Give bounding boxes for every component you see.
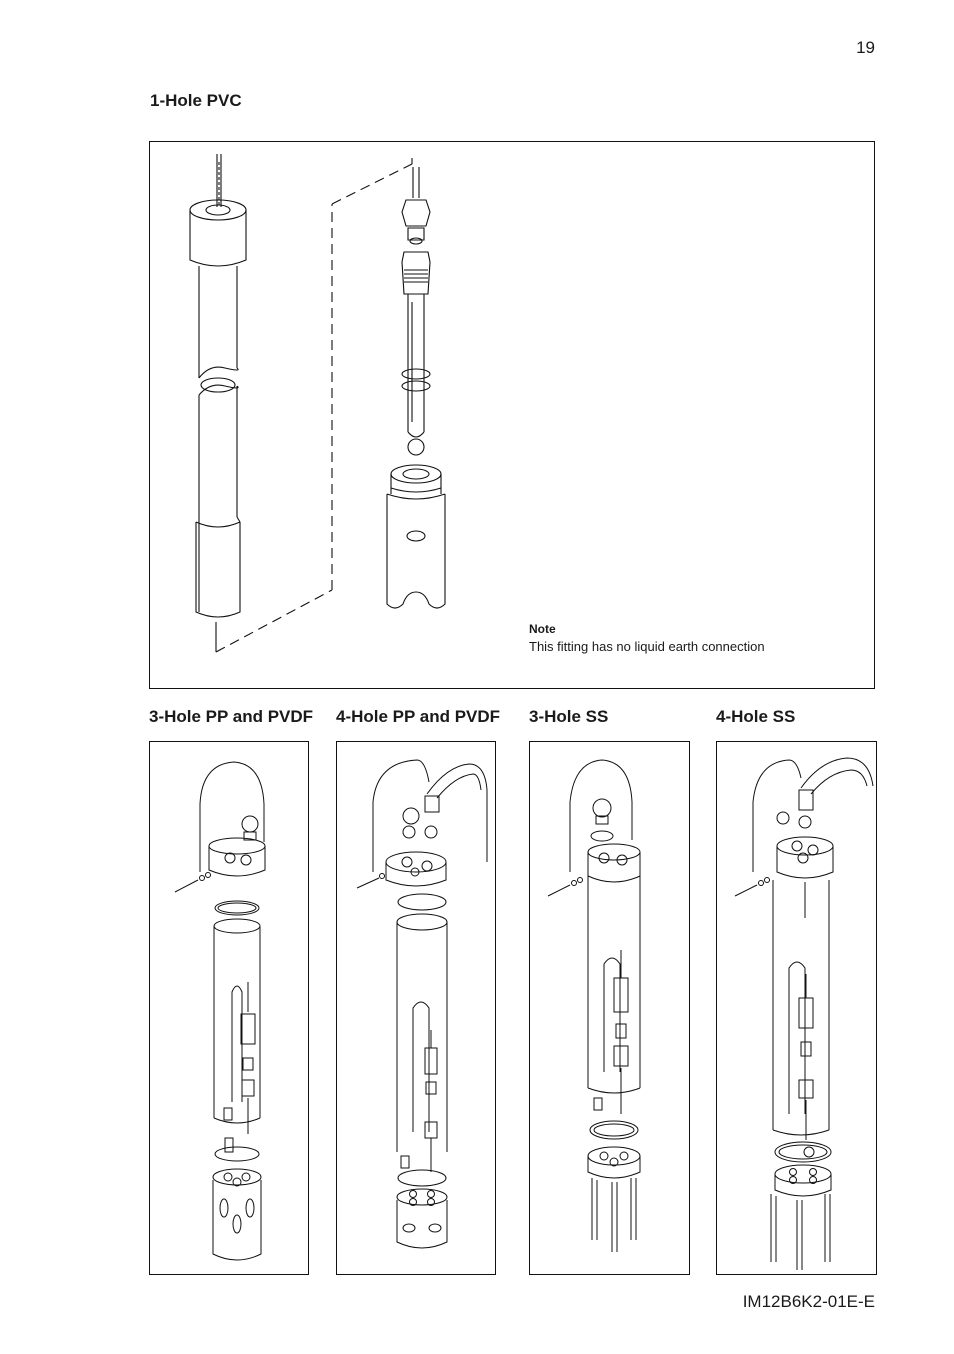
diagram-4-hole-ss: [716, 741, 877, 1275]
diagram-3-hole-pp-pvdf: [149, 741, 309, 1275]
page-number: 19: [856, 38, 875, 57]
section-title-4-hole-pp-pvdf: 4-Hole PP and PVDF: [336, 707, 501, 726]
sensor-guard-illustration: [387, 465, 445, 608]
diagram-3-hole-ss: [529, 741, 690, 1275]
fitting-exploded-illustration: [357, 760, 487, 1248]
section-title-1-hole-pvc: 1-Hole PVC: [150, 91, 242, 110]
note-text: This fitting has no liquid earth connect…: [529, 639, 765, 654]
section-title-3-hole-ss: 3-Hole SS: [529, 707, 609, 726]
diagram-1-hole-pvc: Note This fitting has no liquid earth co…: [149, 141, 875, 689]
section-title-3-hole-pp-pvdf: 3-Hole PP and PVDF: [149, 707, 314, 726]
fitting-exploded-illustration: [548, 760, 640, 1252]
cable-illustration: [217, 154, 221, 207]
sensor-electrode-illustration: [402, 167, 430, 455]
holder-tube-illustration: [196, 266, 240, 652]
note-title: Note: [529, 622, 556, 636]
diagram-4-hole-pp-pvdf: [336, 741, 496, 1275]
assembly-guide-illustration: [216, 158, 412, 652]
document-code: IM12B6K2-01E-E: [742, 1292, 875, 1311]
fitting-exploded-illustration: [175, 762, 265, 1260]
fitting-exploded-illustration: [735, 758, 873, 1270]
section-title-4-hole-ss: 4-Hole SS: [716, 707, 796, 726]
holder-cap-illustration: [190, 200, 246, 266]
